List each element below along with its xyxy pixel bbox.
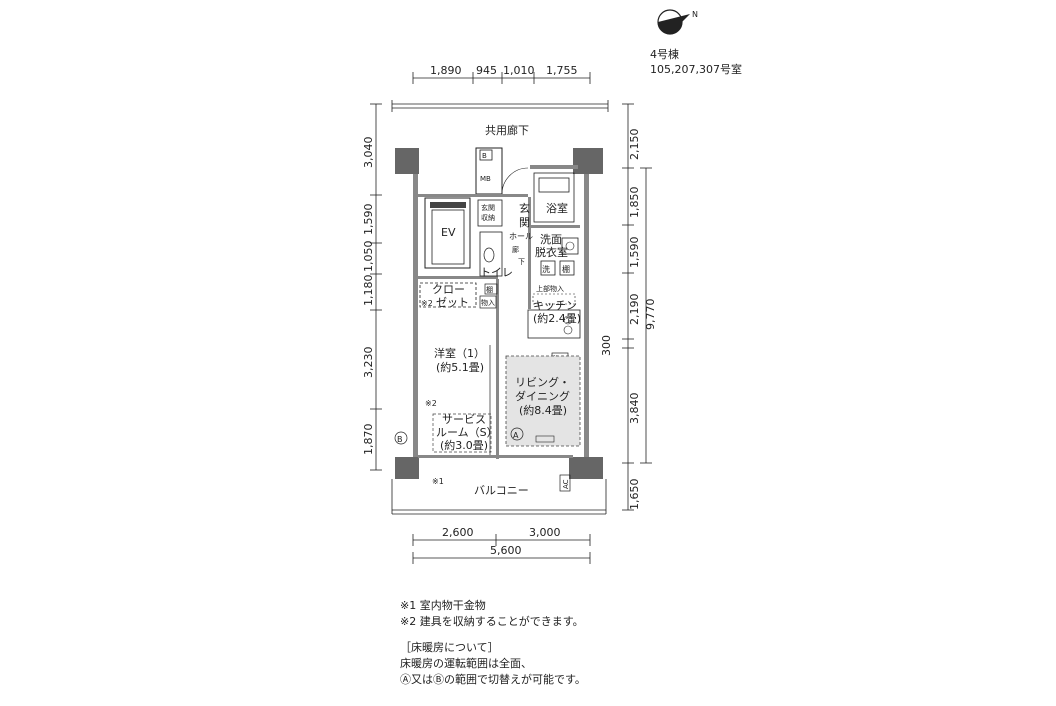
service-room-label-1: サービス	[442, 413, 486, 426]
dim-top-2: 945	[476, 64, 497, 77]
dim-right-6: 3,840	[628, 393, 641, 425]
dim-top-1: 1,890	[430, 64, 462, 77]
dim-bottom-right: 3,000	[529, 526, 561, 539]
note-5: Ⓐ又はⒷの範囲で切替えが可能です。	[400, 673, 586, 686]
dim-top-3: 1,010	[503, 64, 535, 77]
dim-left-6: 1,870	[362, 424, 375, 456]
entrance-storage-label-2: 収納	[481, 213, 495, 222]
balcony-label: バルコニー	[474, 484, 529, 497]
living-label-3: (約8.4畳)	[519, 403, 567, 417]
entrance-label-2: 関	[519, 216, 530, 229]
entrance-storage-label-1: 玄関	[481, 203, 495, 212]
balcony-rail	[391, 479, 607, 515]
closet-label-1: クロー	[432, 283, 465, 296]
washroom-label-1: 洗面	[540, 233, 562, 246]
hall-label: ホール	[509, 232, 533, 241]
hallway-label-1: 廊	[512, 245, 519, 254]
mb-b-label: B	[482, 152, 487, 160]
building-label: 4号棟	[650, 48, 679, 61]
zone-b-label: B	[397, 435, 403, 444]
dim-right-5: 300	[600, 335, 613, 356]
dim-left-1: 3,040	[362, 137, 375, 169]
floor-heating-zone-a	[505, 355, 581, 447]
wash-mark: 洗	[542, 264, 550, 274]
living-label-2: ダイニング	[515, 389, 570, 403]
building-info: 4号棟 105,207,307号室	[650, 47, 742, 77]
dim-right-4: 2,190	[628, 294, 641, 326]
storage-1-label: 物入	[481, 298, 495, 307]
zone-a-label: A	[513, 431, 519, 440]
dim-left-4: 1,180	[362, 275, 375, 307]
dim-right-3: 1,590	[628, 237, 641, 269]
dimension-bottom	[412, 534, 591, 564]
note-1: ※1 室内物干金物	[400, 599, 486, 612]
dim-bottom-total: 5,600	[490, 544, 522, 557]
notes: ※1 室内物干金物 ※2 建具を収納することができます。 ［床暖房について］ 床…	[400, 598, 586, 688]
dimension-left	[370, 103, 382, 471]
dim-top-4: 1,755	[546, 64, 578, 77]
corridor-label: 共用廊下	[485, 123, 529, 137]
note-2: ※2 建具を収納することができます。	[400, 615, 584, 628]
dim-right-1: 2,150	[628, 129, 641, 161]
dimension-top	[412, 72, 591, 84]
western-room-label-2: (約5.1畳)	[436, 360, 484, 374]
dimension-right	[622, 103, 652, 511]
note-3: ［床暖房について］	[400, 641, 499, 654]
dim-right-7: 1,650	[628, 479, 641, 511]
service-room-label-3: (約3.0畳)	[440, 438, 488, 452]
north-label: N	[692, 10, 698, 19]
closet-note: ※2	[421, 299, 433, 308]
service-room-note: ※2	[425, 399, 437, 408]
entrance-label-1: 玄	[519, 201, 530, 215]
mb-label: MB	[480, 175, 491, 183]
kitchen-label-2: (約2.4畳)	[533, 311, 581, 325]
upper-storage-label: 上部物入	[536, 284, 564, 293]
elevator	[424, 197, 471, 269]
kitchen-label-1: キッチン	[533, 299, 577, 312]
dim-right-total: 9,770	[644, 299, 657, 331]
dim-left-3: 1,050	[362, 241, 375, 273]
bath-label: 浴室	[546, 201, 568, 215]
closet-label-2: ゼット	[436, 296, 469, 309]
western-room-label-1: 洋室（1）	[434, 346, 485, 360]
dim-left-5: 3,230	[362, 347, 375, 379]
balcony-note: ※1	[432, 477, 444, 486]
dim-bottom-left: 2,600	[442, 526, 474, 539]
toilet-label: トイレ	[480, 266, 513, 279]
ac-label: AC	[562, 479, 570, 489]
compass-icon: N	[657, 9, 698, 35]
dim-right-2: 1,850	[628, 187, 641, 219]
service-room-label-2: ルーム（S）	[436, 426, 498, 439]
dim-left-2: 1,590	[362, 204, 375, 236]
rooms-label: 105,207,307号室	[650, 63, 742, 76]
toilet-shelf: 棚	[486, 285, 493, 294]
washroom-shelf: 棚	[562, 264, 570, 274]
corridor-rail	[391, 100, 609, 112]
washroom-label-2: 脱衣室	[535, 245, 568, 259]
living-label-1: リビング・	[515, 375, 570, 389]
note-4: 床暖房の運転範囲は全面、	[400, 657, 532, 670]
floor-heating-zone-b	[432, 413, 492, 453]
ev-label: EV	[441, 226, 456, 239]
walls	[395, 147, 603, 479]
hallway-label-2: 下	[518, 258, 525, 266]
